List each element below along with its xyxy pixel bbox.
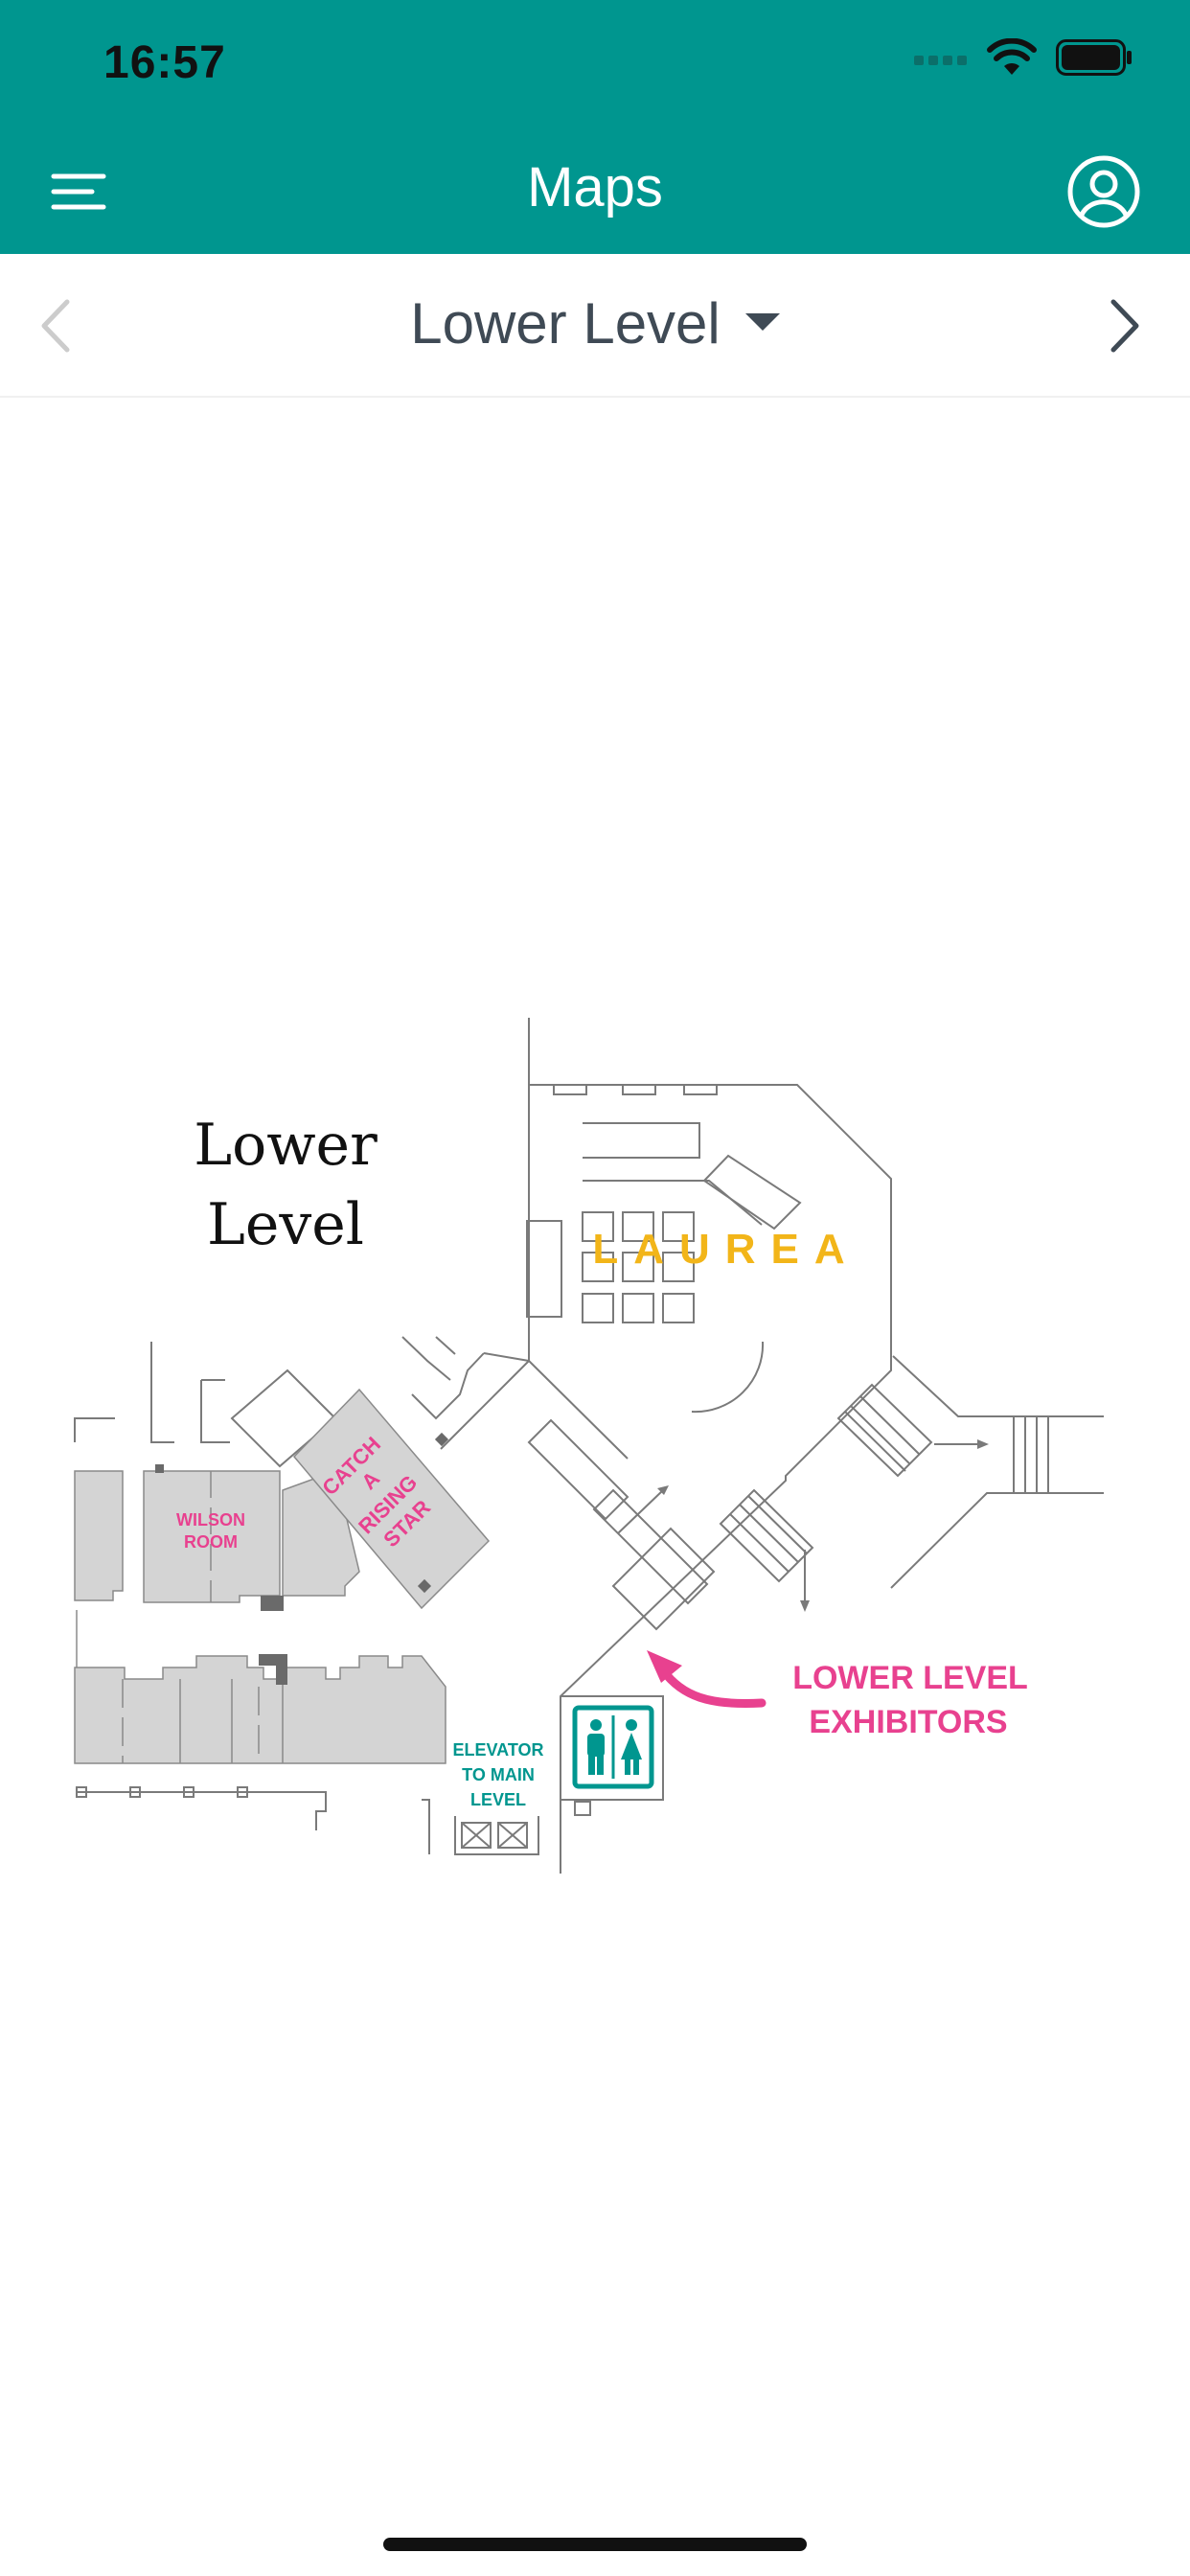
- level-dropdown[interactable]: Lower Level: [0, 290, 1190, 356]
- map-heading-line1: Lower: [194, 1112, 378, 1179]
- caret-down-icon: [744, 313, 780, 332]
- app-header: Maps: [0, 125, 1190, 254]
- map-area[interactable]: Lower Level LAUREA WILSON ROOM CATCH A R…: [0, 398, 1190, 2496]
- hamburger-menu-icon: [51, 173, 106, 210]
- level-dropdown-label: Lower Level: [410, 291, 721, 356]
- status-icons: [914, 38, 1133, 77]
- laurea-brand-label: LAUREA: [592, 1226, 859, 1273]
- exhibitors-label-line1: LOWER LEVEL: [792, 1660, 1028, 1696]
- floor-plan-map[interactable]: Lower Level LAUREA WILSON ROOM CATCH A R…: [0, 398, 1190, 2496]
- chevron-left-icon: [41, 299, 70, 353]
- battery-icon: [1056, 39, 1132, 76]
- next-level-button[interactable]: [1102, 292, 1159, 359]
- elevator-label-line2: TO MAIN: [462, 1765, 535, 1784]
- previous-level-button[interactable]: [31, 292, 88, 359]
- exhibitors-label-line2: EXHIBITORS: [809, 1704, 1007, 1740]
- wilson-room-line2: ROOM: [184, 1532, 238, 1552]
- chevron-right-icon: [1110, 299, 1139, 353]
- wifi-icon: [987, 38, 1037, 75]
- user-profile-icon: [1067, 155, 1140, 228]
- status-bar: 16:57: [0, 0, 1190, 125]
- level-selector-bar: Lower Level: [0, 254, 1190, 398]
- elevator-label-line3: LEVEL: [470, 1790, 526, 1809]
- elevator-label-line1: ELEVATOR: [452, 1740, 543, 1760]
- page-title: Maps: [527, 156, 663, 218]
- menu-button[interactable]: [50, 163, 126, 230]
- home-indicator[interactable]: [383, 2538, 807, 2551]
- profile-button[interactable]: [1065, 153, 1142, 230]
- map-heading-line2: Level: [207, 1191, 364, 1258]
- restroom-icon: [572, 1705, 654, 1789]
- cellular-icon: [914, 56, 967, 65]
- status-time: 16:57: [103, 37, 226, 88]
- wilson-room-line1: WILSON: [176, 1510, 245, 1530]
